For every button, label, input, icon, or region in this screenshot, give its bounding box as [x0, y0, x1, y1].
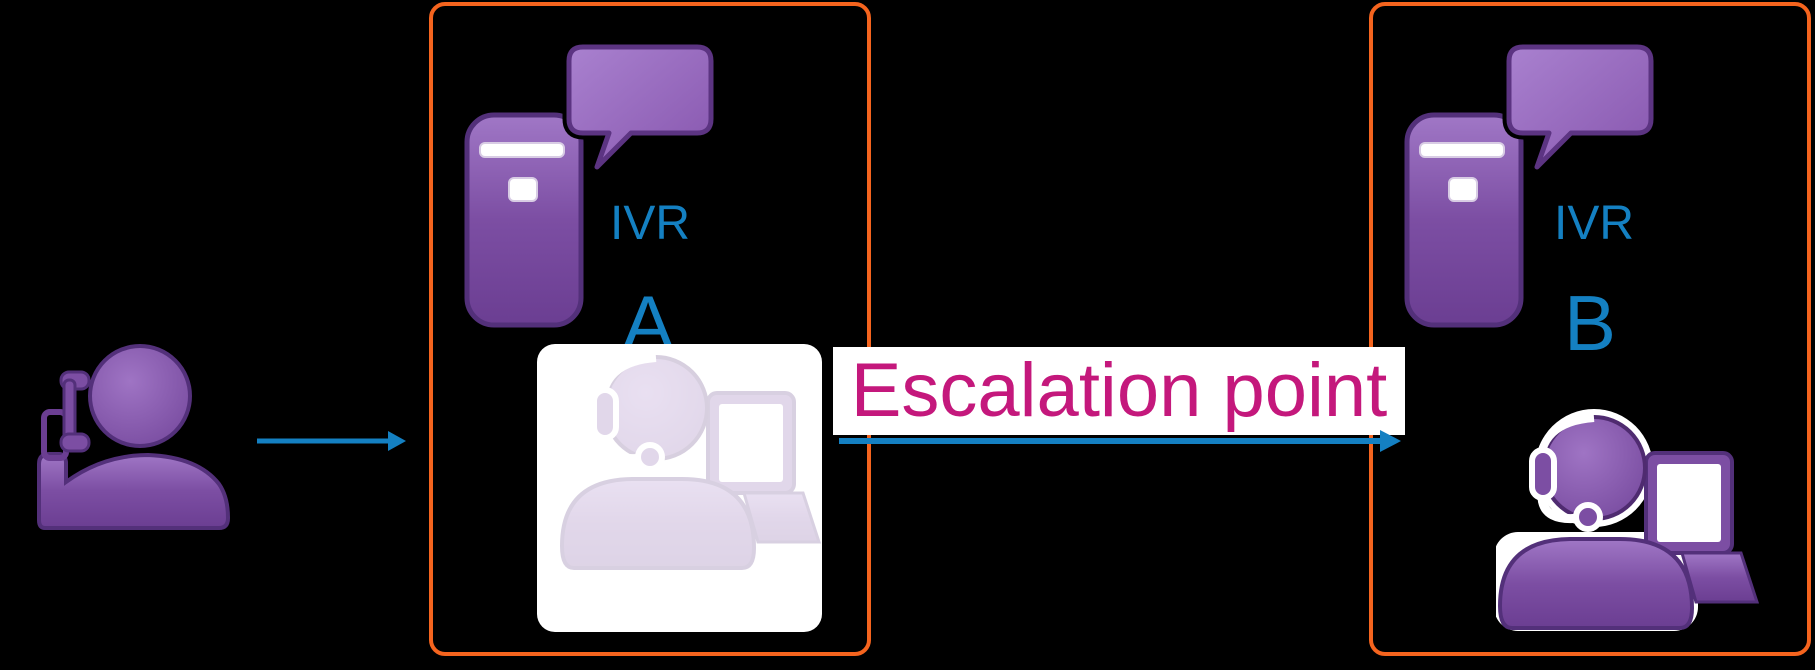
- support-agent-icon-faded: [558, 346, 838, 571]
- support-agent-icon-b: [1496, 406, 1776, 631]
- ivr-label-a: IVR: [609, 197, 690, 250]
- escalation-banner: Escalation point: [833, 347, 1405, 435]
- escalation-label: Escalation point: [850, 348, 1388, 433]
- node-b-label: B: [1563, 279, 1617, 367]
- contact-center-b-box: [1369, 2, 1811, 656]
- caller-on-phone-icon: [33, 332, 233, 532]
- contact-center-a-box: [429, 2, 871, 656]
- agent-panel-a: [537, 344, 822, 632]
- ivr-label-b: IVR: [1553, 197, 1634, 250]
- call-arrow: [257, 431, 406, 451]
